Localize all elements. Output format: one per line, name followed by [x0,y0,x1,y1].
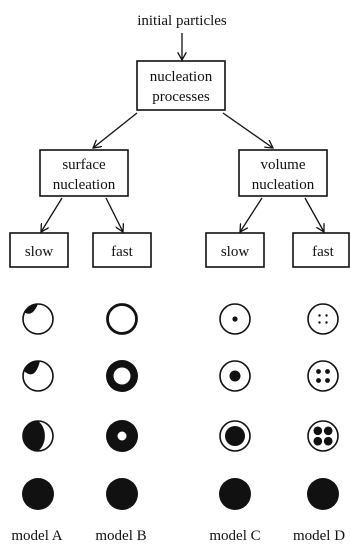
model-c-stage-1 [219,303,251,335]
arrow-process-to-volume [222,112,273,148]
arrow-volume-to-slow [240,197,263,232]
arrow-volume-to-fast [304,197,324,232]
arrow-process-to-surface [93,112,138,148]
model-a-label: model A [11,528,62,544]
model-c-stage-2 [219,360,251,392]
model-b-stage-4 [106,478,138,510]
surface-label-line2: nucleation [53,177,116,193]
model-d-stage-3 [307,420,339,452]
process-node: nucleation processes [136,60,226,111]
leaf-surface-slow: slow [9,232,69,268]
model-c-label: model C [209,528,260,544]
volume-label-line1: volume [261,157,306,173]
model-a-stage-4 [22,478,54,510]
volume-label-line2: nucleation [252,177,315,193]
leaf-label: slow [25,244,54,260]
volume-nucleation-node: volume nucleation [238,149,328,197]
model-d-label: model D [293,528,345,544]
model-b-column [106,303,138,510]
model-b-stage-3 [106,420,138,452]
model-a-stage-3 [22,420,54,452]
leaf-label: fast [312,244,334,260]
arrow-surface-to-slow [41,197,63,232]
model-d-column [307,303,339,510]
leaf-label: slow [221,244,250,260]
leaf-volume-fast: fast [292,232,350,268]
surface-label-line1: surface [62,157,106,173]
process-label-line2: processes [152,89,210,105]
model-b-stage-2 [106,360,138,392]
arrow-surface-to-fast [105,197,123,232]
model-b-label: model B [95,528,146,544]
model-c-column [219,303,251,510]
model-b-stage-1 [106,303,138,335]
leaf-volume-slow: slow [205,232,265,268]
model-a-stage-2 [22,360,54,392]
model-a-stage-1 [22,303,54,335]
model-c-stage-3 [219,420,251,452]
surface-nucleation-node: surface nucleation [39,149,129,197]
model-d-stage-4 [307,478,339,510]
model-a-column [22,303,54,510]
process-label-line1: nucleation [150,69,213,85]
leaf-surface-fast: fast [92,232,152,268]
model-d-stage-2 [307,360,339,392]
root-label: initial particles [137,13,227,29]
model-d-stage-1 [307,303,339,335]
model-c-stage-4 [219,478,251,510]
leaf-label: fast [111,244,133,260]
